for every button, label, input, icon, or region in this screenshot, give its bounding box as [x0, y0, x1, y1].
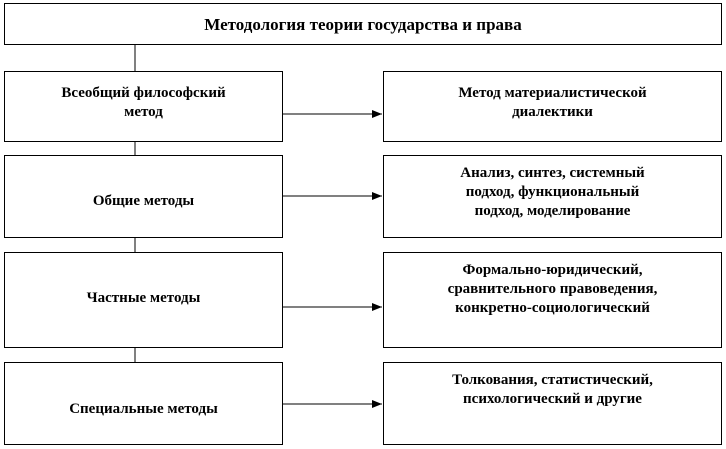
example-label: Метод материалистической диалектики: [458, 85, 647, 120]
method-label: Частные методы: [86, 290, 201, 306]
method-box-particular: Частные методы: [4, 252, 283, 348]
method-label: Специальные методы: [69, 401, 218, 417]
diagram-title: Методология теории государства и права: [4, 3, 722, 45]
example-box-particular: Формально-юридический, сравнительного пр…: [383, 252, 722, 348]
example-box-special: Толкования, статистический, психологичес…: [383, 362, 722, 445]
method-box-special: Специальные методы: [4, 362, 283, 445]
method-box-universal: Всеобщий философский метод: [4, 71, 283, 142]
example-box-general: Анализ, синтез, системный подход, функци…: [383, 155, 722, 238]
example-label: Формально-юридический, сравнительного пр…: [447, 262, 658, 316]
title-label: Методология теории государства и права: [204, 14, 522, 34]
method-box-general: Общие методы: [4, 155, 283, 238]
example-box-dialectics: Метод материалистической диалектики: [383, 71, 722, 142]
method-label: Общие методы: [92, 193, 195, 209]
example-label: Толкования, статистический, психологичес…: [452, 372, 653, 407]
method-label: Всеобщий философский метод: [61, 85, 226, 120]
example-label: Анализ, синтез, системный подход, функци…: [460, 165, 645, 219]
